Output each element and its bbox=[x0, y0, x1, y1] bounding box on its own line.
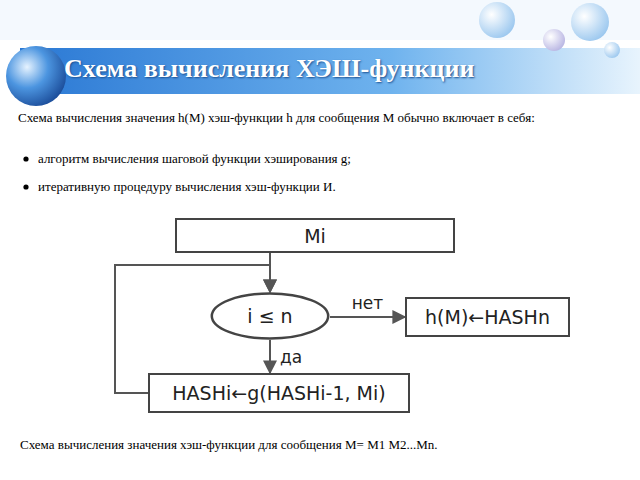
flow-arrow bbox=[330, 316, 405, 318]
edge-label: нет bbox=[350, 293, 385, 313]
decision-ellipse: i ≤ n bbox=[210, 292, 330, 340]
node-text: Mi bbox=[304, 225, 326, 247]
bullet-text: итеративную процедуру вычисления хэш-фун… bbox=[38, 178, 628, 196]
flow-arrow bbox=[269, 340, 271, 373]
node-text: i ≤ n bbox=[247, 305, 292, 327]
top-strip bbox=[0, 0, 640, 40]
node-text: h(M)←HASHn bbox=[425, 306, 550, 328]
figure-caption: Схема вычисления значения хэш-функции дл… bbox=[20, 436, 630, 454]
bullet bbox=[23, 156, 28, 161]
input-box: Mi bbox=[175, 218, 455, 253]
edge-label: да bbox=[278, 347, 304, 367]
slide-title: Схема вычисления ХЭШ-функции bbox=[64, 54, 474, 84]
title-band bbox=[20, 48, 640, 94]
process-box: HASHi←g(HASHi-1, Mi) bbox=[148, 373, 410, 413]
result-box: h(M)←HASHn bbox=[405, 297, 570, 337]
title-sphere bbox=[6, 46, 66, 106]
node-text: HASHi←g(HASHi-1, Mi) bbox=[172, 382, 385, 404]
intro-text: Схема вычисления значения h(M) хэш-функц… bbox=[18, 109, 630, 127]
bullet-text: алгоритм вычисления шаговой функции хэши… bbox=[38, 150, 628, 168]
bubble bbox=[604, 42, 620, 58]
bubble bbox=[571, 3, 609, 41]
bubble bbox=[479, 2, 515, 38]
bubble bbox=[543, 29, 565, 51]
bullet bbox=[23, 184, 28, 189]
